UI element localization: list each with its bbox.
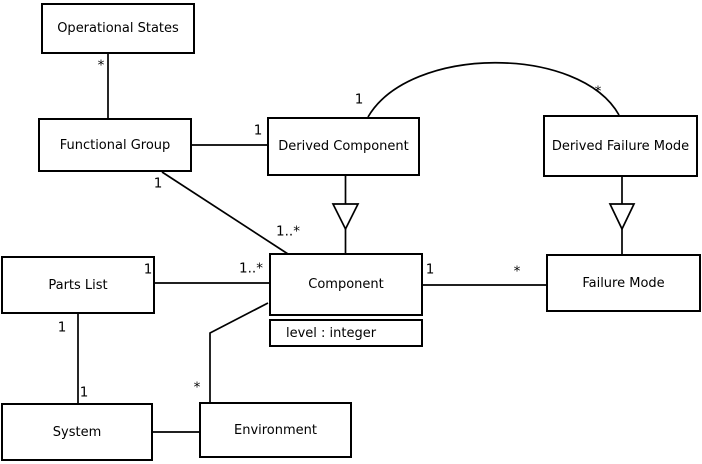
- multiplicity-label-operational-states: *: [97, 57, 105, 74]
- multiplicity-label-failure-mode-end: *: [513, 263, 521, 280]
- edge-derived-component-derived-failure-mode-arc: [367, 62, 620, 118]
- multiplicity-label-parts-list-end: 1: [143, 261, 153, 278]
- class-functional-group[interactable]: Functional Group: [38, 118, 192, 172]
- multiplicity-label-parts-list-system-top: 1: [57, 319, 67, 336]
- attribute-label: level : integer: [286, 325, 377, 341]
- multiplicity-label-functional-group-derived-component: 1: [253, 122, 263, 139]
- multiplicity-label-environment-end: *: [193, 379, 201, 396]
- class-parts-list[interactable]: Parts List: [1, 256, 155, 314]
- class-failure-mode[interactable]: Failure Mode: [546, 254, 701, 312]
- class-name-label: Derived Failure Mode: [551, 138, 690, 154]
- class-name-label: Operational States: [57, 21, 179, 36]
- multiplicity-label-component-end-parts-list: 1..*: [239, 260, 263, 277]
- class-derived-component[interactable]: Derived Component: [267, 117, 420, 176]
- multiplicity-label-component-end-diagonal: 1..*: [276, 223, 300, 240]
- multiplicity-label-arc-derived-component-end: 1: [354, 91, 364, 108]
- class-environment[interactable]: Environment: [199, 402, 352, 458]
- class-name-label: System: [52, 424, 102, 440]
- generalization-triangle-icon: [331, 203, 360, 231]
- multiplicity-label-component-end-failure-mode: 1: [425, 261, 435, 278]
- class-component-attributes[interactable]: level : integer: [269, 319, 423, 347]
- multiplicity-label-parts-list-system-bottom: 1: [79, 384, 89, 401]
- class-operational-states[interactable]: Operational States: [41, 3, 195, 54]
- class-name-label: Parts List: [48, 277, 108, 293]
- class-name-label: Failure Mode: [582, 275, 665, 291]
- multiplicity-label-functional-group-end: 1: [153, 175, 163, 192]
- class-derived-failure-mode[interactable]: Derived Failure Mode: [543, 115, 698, 177]
- edge-functional-group-component: [161, 171, 289, 255]
- generalization-triangle-icon: [608, 203, 636, 231]
- class-name-label: Component: [308, 277, 384, 292]
- class-name-label: Functional Group: [59, 137, 171, 153]
- class-name-label: Environment: [233, 422, 317, 438]
- class-system[interactable]: System: [1, 403, 153, 461]
- multiplicity-label-arc-derived-failure-mode-end: *: [594, 83, 602, 100]
- class-component[interactable]: Component: [269, 253, 423, 316]
- class-name-label: Derived Component: [278, 139, 409, 154]
- edge-environment-component: [209, 302, 269, 402]
